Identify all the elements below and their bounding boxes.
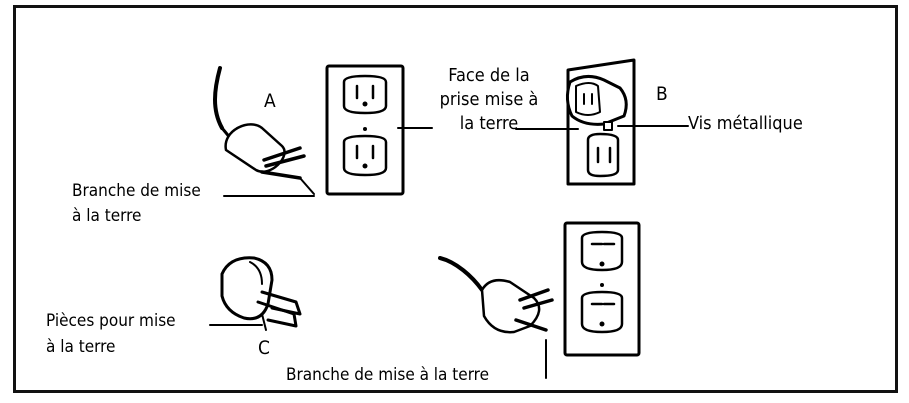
label-a: A <box>264 90 276 112</box>
label-c: C <box>258 337 270 359</box>
label-branche-line1: Branche de mise <box>72 181 201 201</box>
plug-a-icon <box>213 66 315 195</box>
label-face-line3: la terre <box>459 113 519 134</box>
label-pieces-line1: Pièces pour mise <box>46 311 176 331</box>
outlet-bottom-icon <box>563 221 641 357</box>
label-pieces-line2: à la terre <box>46 337 116 357</box>
figure-frame <box>13 5 898 393</box>
plug-c-icon <box>220 256 302 331</box>
outlet-b-icon <box>565 58 636 186</box>
label-face-line1: Face de la <box>448 65 530 86</box>
outlet-a-icon <box>325 64 405 196</box>
label-vis-metallique: Vis métallique <box>688 113 803 134</box>
label-branche-line2: à la terre <box>72 206 142 226</box>
label-branche-bottom: Branche de mise à la terre <box>286 365 490 385</box>
label-face-line2: prise mise à <box>439 89 539 110</box>
plug-bottom-icon <box>438 256 554 334</box>
label-b: B <box>656 83 668 105</box>
leader-lines <box>209 125 689 379</box>
